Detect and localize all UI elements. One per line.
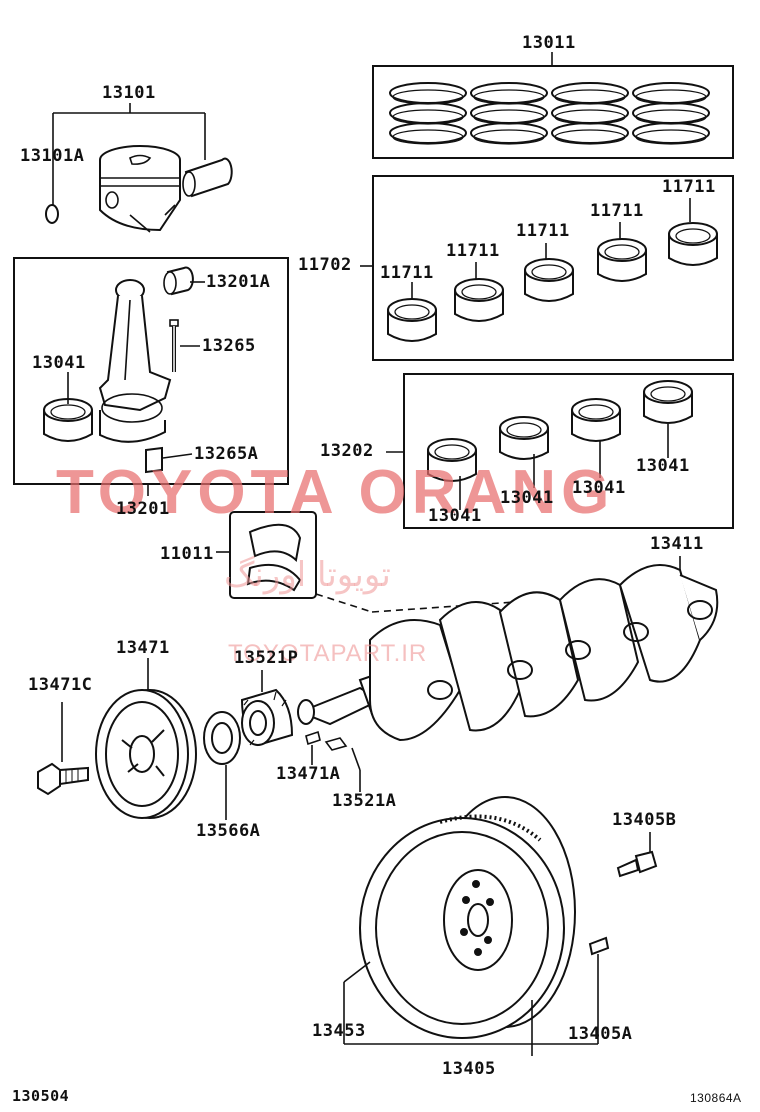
label-13041-a[interactable]: 13041 (428, 506, 482, 526)
rod-bolt (169, 319, 179, 372)
snap-ring (45, 204, 59, 224)
label-13566A[interactable]: 13566A (196, 821, 261, 841)
label-13411[interactable]: 13411 (650, 534, 704, 554)
rod-bearing (43, 398, 93, 442)
pulley-bolt (37, 762, 89, 796)
label-13521P[interactable]: 13521P (234, 648, 299, 668)
label-11711-a[interactable]: 11711 (380, 263, 434, 283)
connecting-rod (98, 279, 172, 443)
label-13201[interactable]: 13201 (116, 499, 170, 519)
label-13011[interactable]: 13011 (522, 33, 576, 53)
lower-bearing-2 (499, 416, 549, 460)
label-11711-c[interactable]: 11711 (516, 221, 570, 241)
pulley-spacer (203, 711, 241, 765)
label-11702[interactable]: 11702 (298, 255, 352, 275)
label-13471C[interactable]: 13471C (28, 675, 93, 695)
label-13202[interactable]: 13202 (320, 441, 374, 461)
key-13471a (305, 730, 321, 746)
rod-nut (145, 446, 163, 474)
label-13265[interactable]: 13265 (202, 336, 256, 356)
label-13405A[interactable]: 13405A (568, 1024, 633, 1044)
crankshaft (297, 564, 719, 742)
lower-bearing-3 (571, 398, 621, 442)
label-13201A[interactable]: 13201A (206, 272, 271, 292)
footer-right-code: 130864A (690, 1091, 742, 1105)
piston-pin (182, 157, 233, 198)
label-13101[interactable]: 13101 (102, 83, 156, 103)
key-13521a (324, 737, 348, 751)
label-11011[interactable]: 11011 (160, 544, 214, 564)
rod-bushing (163, 266, 194, 296)
label-11711-d[interactable]: 11711 (590, 201, 644, 221)
piston-ring-set-1 (389, 82, 467, 145)
piston-ring-set-2 (470, 82, 548, 145)
label-13041-c[interactable]: 13041 (572, 478, 626, 498)
label-13453[interactable]: 13453 (312, 1021, 366, 1041)
label-13101A[interactable]: 13101A (20, 146, 85, 166)
dowel-pin (588, 936, 610, 956)
thrust-washer (246, 523, 302, 592)
main-bearing-5 (668, 222, 718, 266)
label-13471[interactable]: 13471 (116, 638, 170, 658)
footer-left-code: 130504 (12, 1087, 70, 1105)
main-bearing-4 (597, 238, 647, 282)
main-bearing-2 (454, 278, 504, 322)
timing-gear (240, 688, 294, 747)
label-13521A[interactable]: 13521A (332, 791, 397, 811)
label-13041-d[interactable]: 13041 (636, 456, 690, 476)
label-11711-e[interactable]: 11711 (662, 177, 716, 197)
piston-ring-set-4 (632, 82, 710, 145)
label-13471A[interactable]: 13471A (276, 764, 341, 784)
lower-bearing-1 (427, 438, 477, 482)
flywheel (359, 796, 576, 1039)
main-bearing-3 (524, 258, 574, 302)
label-13041-rod[interactable]: 13041 (32, 353, 86, 373)
label-13265A[interactable]: 13265A (194, 444, 259, 464)
piston (99, 145, 181, 233)
label-11711-b[interactable]: 11711 (446, 241, 500, 261)
label-13041-b[interactable]: 13041 (500, 488, 554, 508)
label-13405B[interactable]: 13405B (612, 810, 677, 830)
piston-ring-set-3 (551, 82, 629, 145)
main-bearing-1 (387, 298, 437, 342)
crank-pulley (95, 689, 197, 819)
flywheel-bolt (616, 850, 658, 878)
lower-bearing-4 (643, 380, 693, 424)
label-13405[interactable]: 13405 (442, 1059, 496, 1079)
